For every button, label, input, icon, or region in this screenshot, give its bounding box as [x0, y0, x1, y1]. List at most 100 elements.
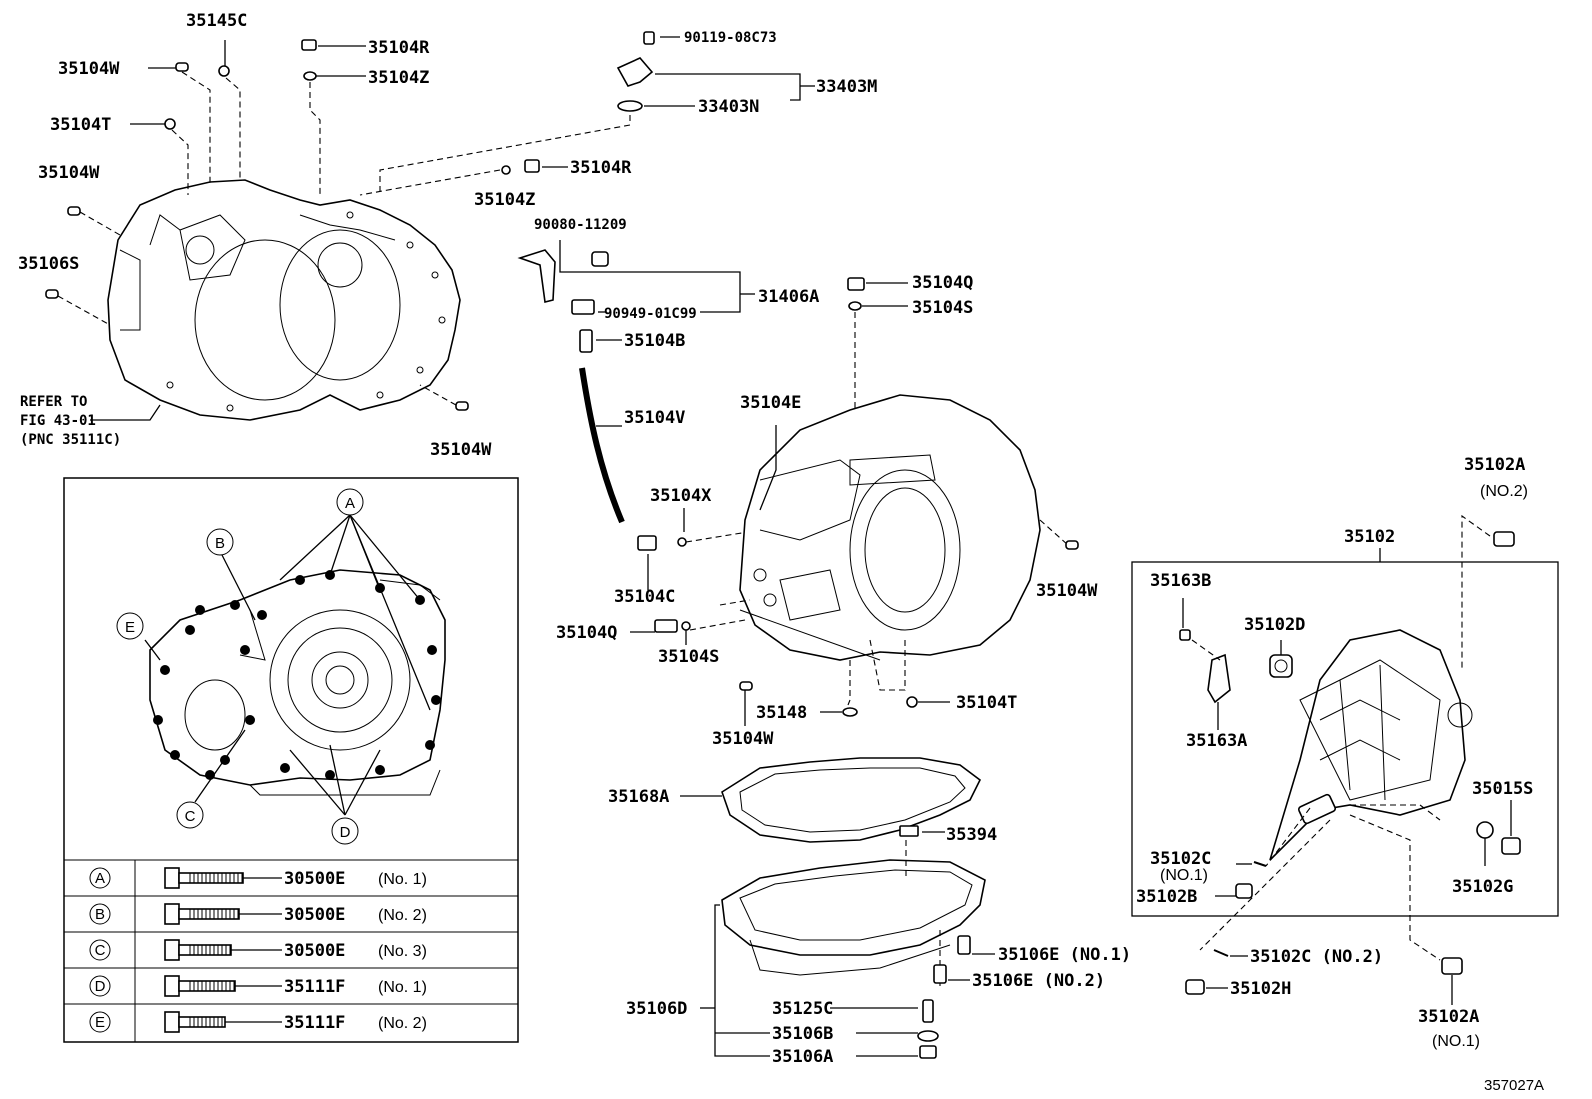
label-35102B: 35102B: [1136, 887, 1197, 907]
bolt-hole-icon: [257, 610, 267, 620]
label-35104W-d: 35104W: [1036, 581, 1098, 601]
label-35102C-no1-no: (NO.1): [1160, 867, 1208, 884]
label-35104X: 35104X: [650, 486, 712, 506]
label-35104R-a: 35104R: [368, 38, 430, 58]
refer-note-line1: REFER TO: [20, 394, 87, 410]
label-35102H: 35102H: [1230, 979, 1291, 999]
label-90080-11209: 90080-11209: [534, 217, 627, 233]
label-35106S: 35106S: [18, 254, 79, 274]
label-35106D: 35106D: [626, 999, 687, 1019]
refer-note-line2: FIG 43-01: [20, 413, 96, 429]
label-35102A-a-no: (NO.2): [1480, 483, 1528, 500]
bolt-hole-icon: [427, 645, 437, 655]
label-35104T-a: 35104T: [50, 115, 111, 135]
bolt-hole-icon: [240, 645, 250, 655]
bolt-hole-icon: [230, 600, 240, 610]
bolt-table-row: A 30500E (No. 1): [89, 867, 427, 889]
label-35106E-no1: 35106E (NO.1): [998, 945, 1131, 965]
label-90949-01C99: 90949-01C99: [604, 306, 697, 322]
label-35106B: 35106B: [772, 1024, 833, 1044]
label-35104R-b: 35104R: [570, 158, 632, 178]
label-35106A: 35106A: [772, 1047, 833, 1067]
label-35102A-b-no: (NO.1): [1432, 1033, 1480, 1050]
callout-A: A: [345, 495, 355, 512]
label-35104B: 35104B: [624, 331, 685, 351]
label-35104W-e: 35104W: [712, 729, 774, 749]
label-31406A: 31406A: [758, 287, 819, 307]
shift-lever-parts: [501, 31, 815, 175]
label-35148: 35148: [756, 703, 807, 723]
label-35102C-no1: 35102C: [1150, 849, 1211, 869]
label-90119-08C73: 90119-08C73: [684, 30, 777, 46]
bolt-table-key: D: [95, 978, 106, 995]
label-35104S-a: 35104S: [912, 298, 973, 318]
bolt-hole-icon: [153, 715, 163, 725]
bolt-table-no: (No. 2): [378, 1015, 427, 1032]
bolt-table-row: B 30500E (No. 2): [89, 903, 427, 925]
bolt-table-key: C: [95, 942, 106, 959]
bolt-table-key: E: [95, 1014, 105, 1031]
label-35102C-no2: 35102C (NO.2): [1250, 947, 1383, 967]
callout-B: B: [215, 535, 225, 552]
bolt-table-key: A: [95, 870, 105, 887]
bolt-icon: [164, 939, 180, 961]
label-35015S: 35015S: [1472, 779, 1533, 799]
label-35104S-b: 35104S: [658, 647, 719, 667]
bolt-table-key: B: [95, 906, 105, 923]
case-small-parts: [630, 540, 1079, 726]
label-35106E-no2: 35106E (NO.2): [972, 971, 1105, 991]
bolt-icon: [164, 1011, 180, 1033]
bolt-hole-icon: [375, 765, 385, 775]
label-35104Q-b: 35104Q: [556, 623, 617, 643]
extension-housing-group: [1131, 514, 1559, 1005]
transmission-case-drawing: [689, 394, 1069, 706]
label-35104Z-a: 35104Z: [368, 68, 429, 88]
transaxle-housing-drawing: [107, 179, 461, 421]
bolt-table-part: 30500E: [284, 905, 345, 925]
label-35104W-a: 35104W: [58, 59, 120, 79]
bolt-hole-icon: [160, 665, 170, 675]
label-35104Z-b: 35104Z: [474, 190, 535, 210]
label-35102D: 35102D: [1244, 615, 1305, 635]
bolt-hole-icon: [170, 750, 180, 760]
bolt-table-no: (No. 1): [378, 979, 427, 996]
callout-C: C: [185, 808, 196, 825]
bolt-hole-icon: [195, 605, 205, 615]
callout-D: D: [340, 824, 351, 841]
bolt-hole-icon: [280, 763, 290, 773]
label-35394: 35394: [946, 825, 997, 845]
label-35145C: 35145C: [186, 11, 247, 31]
bolt-table-no: (No. 3): [378, 943, 427, 960]
bolt-hole-icon: [245, 715, 255, 725]
bolt-hole-icon: [425, 740, 435, 750]
bolt-icon: [164, 867, 180, 889]
label-33403N: 33403N: [698, 97, 759, 117]
bolt-hole-icon: [185, 625, 195, 635]
label-35102A-b: 35102A: [1418, 1007, 1479, 1027]
label-35163A: 35163A: [1186, 731, 1247, 751]
label-35104E: 35104E: [740, 393, 801, 413]
bolt-table-no: (No. 2): [378, 907, 427, 924]
label-35104V: 35104V: [624, 408, 685, 428]
small-parts-top-left: [45, 39, 631, 421]
bolt-icon: [164, 903, 180, 925]
bolt-hole-icon: [295, 575, 305, 585]
label-35102A-a: 35102A: [1464, 455, 1525, 475]
label-35104W-b: 35104W: [38, 163, 100, 183]
label-35102G: 35102G: [1452, 877, 1513, 897]
bolt-table-no: (No. 1): [378, 871, 427, 888]
bolt-table-part: 30500E: [284, 869, 345, 889]
label-35104T-b: 35104T: [956, 693, 1017, 713]
oil-pan-gasket-drawing: [680, 757, 995, 1059]
bolt-icon: [164, 975, 180, 997]
bolt-table-row: E 35111F (No. 2): [89, 1011, 427, 1033]
bolt-table-part: 35111F: [284, 1013, 345, 1033]
label-35125C: 35125C: [772, 999, 833, 1019]
refer-note-line3: (PNC 35111C): [20, 432, 121, 448]
bolt-hole-icon: [431, 695, 441, 705]
label-35163B: 35163B: [1150, 571, 1211, 591]
part-labels: 35145C 35104W 35104R 35104Z 35104T 35104…: [18, 11, 1544, 1094]
